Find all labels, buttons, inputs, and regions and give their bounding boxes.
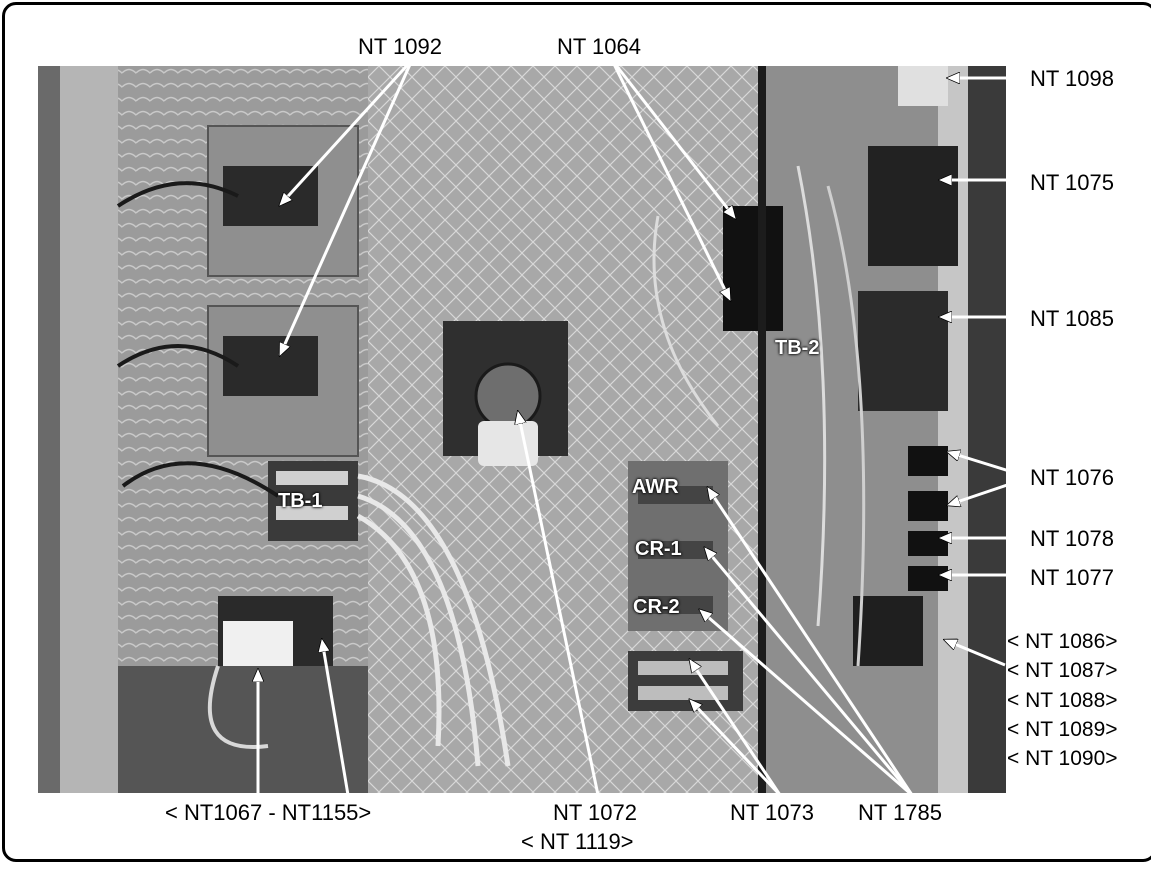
awr-label: AWR bbox=[632, 476, 679, 498]
label-nt1088: < NT 1088> bbox=[1007, 689, 1118, 712]
cr1-label: CR-1 bbox=[635, 538, 682, 560]
tb1-label: TB-1 bbox=[278, 490, 323, 512]
label-nt1073: NT 1073 bbox=[730, 800, 814, 825]
label-nt1087: < NT 1087> bbox=[1007, 659, 1118, 682]
label-nt1067-nt1155: < NT1067 - NT1155> bbox=[165, 800, 372, 825]
label-nt1089: < NT 1089> bbox=[1007, 718, 1118, 741]
label-nt1086: < NT 1086> bbox=[1007, 630, 1118, 653]
label-nt1077: NT 1077 bbox=[1030, 565, 1114, 590]
leader-nt1064-a bbox=[610, 59, 735, 218]
leader-nt1086 bbox=[945, 638, 1006, 667]
label-nt1076: NT 1076 bbox=[1030, 465, 1114, 490]
leader-nt1064-b bbox=[610, 59, 732, 300]
leader-nt1785-a bbox=[708, 488, 914, 796]
leader-nt1073-a bbox=[690, 660, 782, 796]
label-nt1064: NT 1064 bbox=[557, 34, 641, 59]
leader-nt1785-b bbox=[705, 548, 914, 796]
leader-nt1076-b bbox=[948, 478, 1023, 505]
label-nt1072: NT 1072 bbox=[553, 800, 637, 825]
cr2-label: CR-2 bbox=[633, 596, 680, 618]
label-nt1090: < NT 1090> bbox=[1007, 747, 1118, 770]
leader-nt1072 bbox=[518, 412, 600, 796]
label-nt1119: < NT 1119> bbox=[521, 829, 634, 854]
leader-nt1785-c bbox=[700, 610, 913, 797]
label-nt1078: NT 1078 bbox=[1030, 526, 1114, 551]
leader-nt1067-b bbox=[322, 640, 350, 796]
label-nt1785: NT 1785 bbox=[858, 800, 942, 825]
leader-nt1092-a bbox=[280, 58, 414, 205]
tb2-label: TB-2 bbox=[775, 337, 820, 359]
label-nt1098: NT 1098 bbox=[1030, 66, 1114, 91]
label-nt1092: NT 1092 bbox=[358, 34, 442, 59]
leader-nt1092-b bbox=[278, 59, 414, 355]
leader-nt1076-a bbox=[948, 452, 1023, 477]
label-nt1075: NT 1075 bbox=[1030, 170, 1114, 195]
leader-nt1073-b bbox=[690, 700, 782, 797]
label-nt1085: NT 1085 bbox=[1030, 306, 1114, 331]
